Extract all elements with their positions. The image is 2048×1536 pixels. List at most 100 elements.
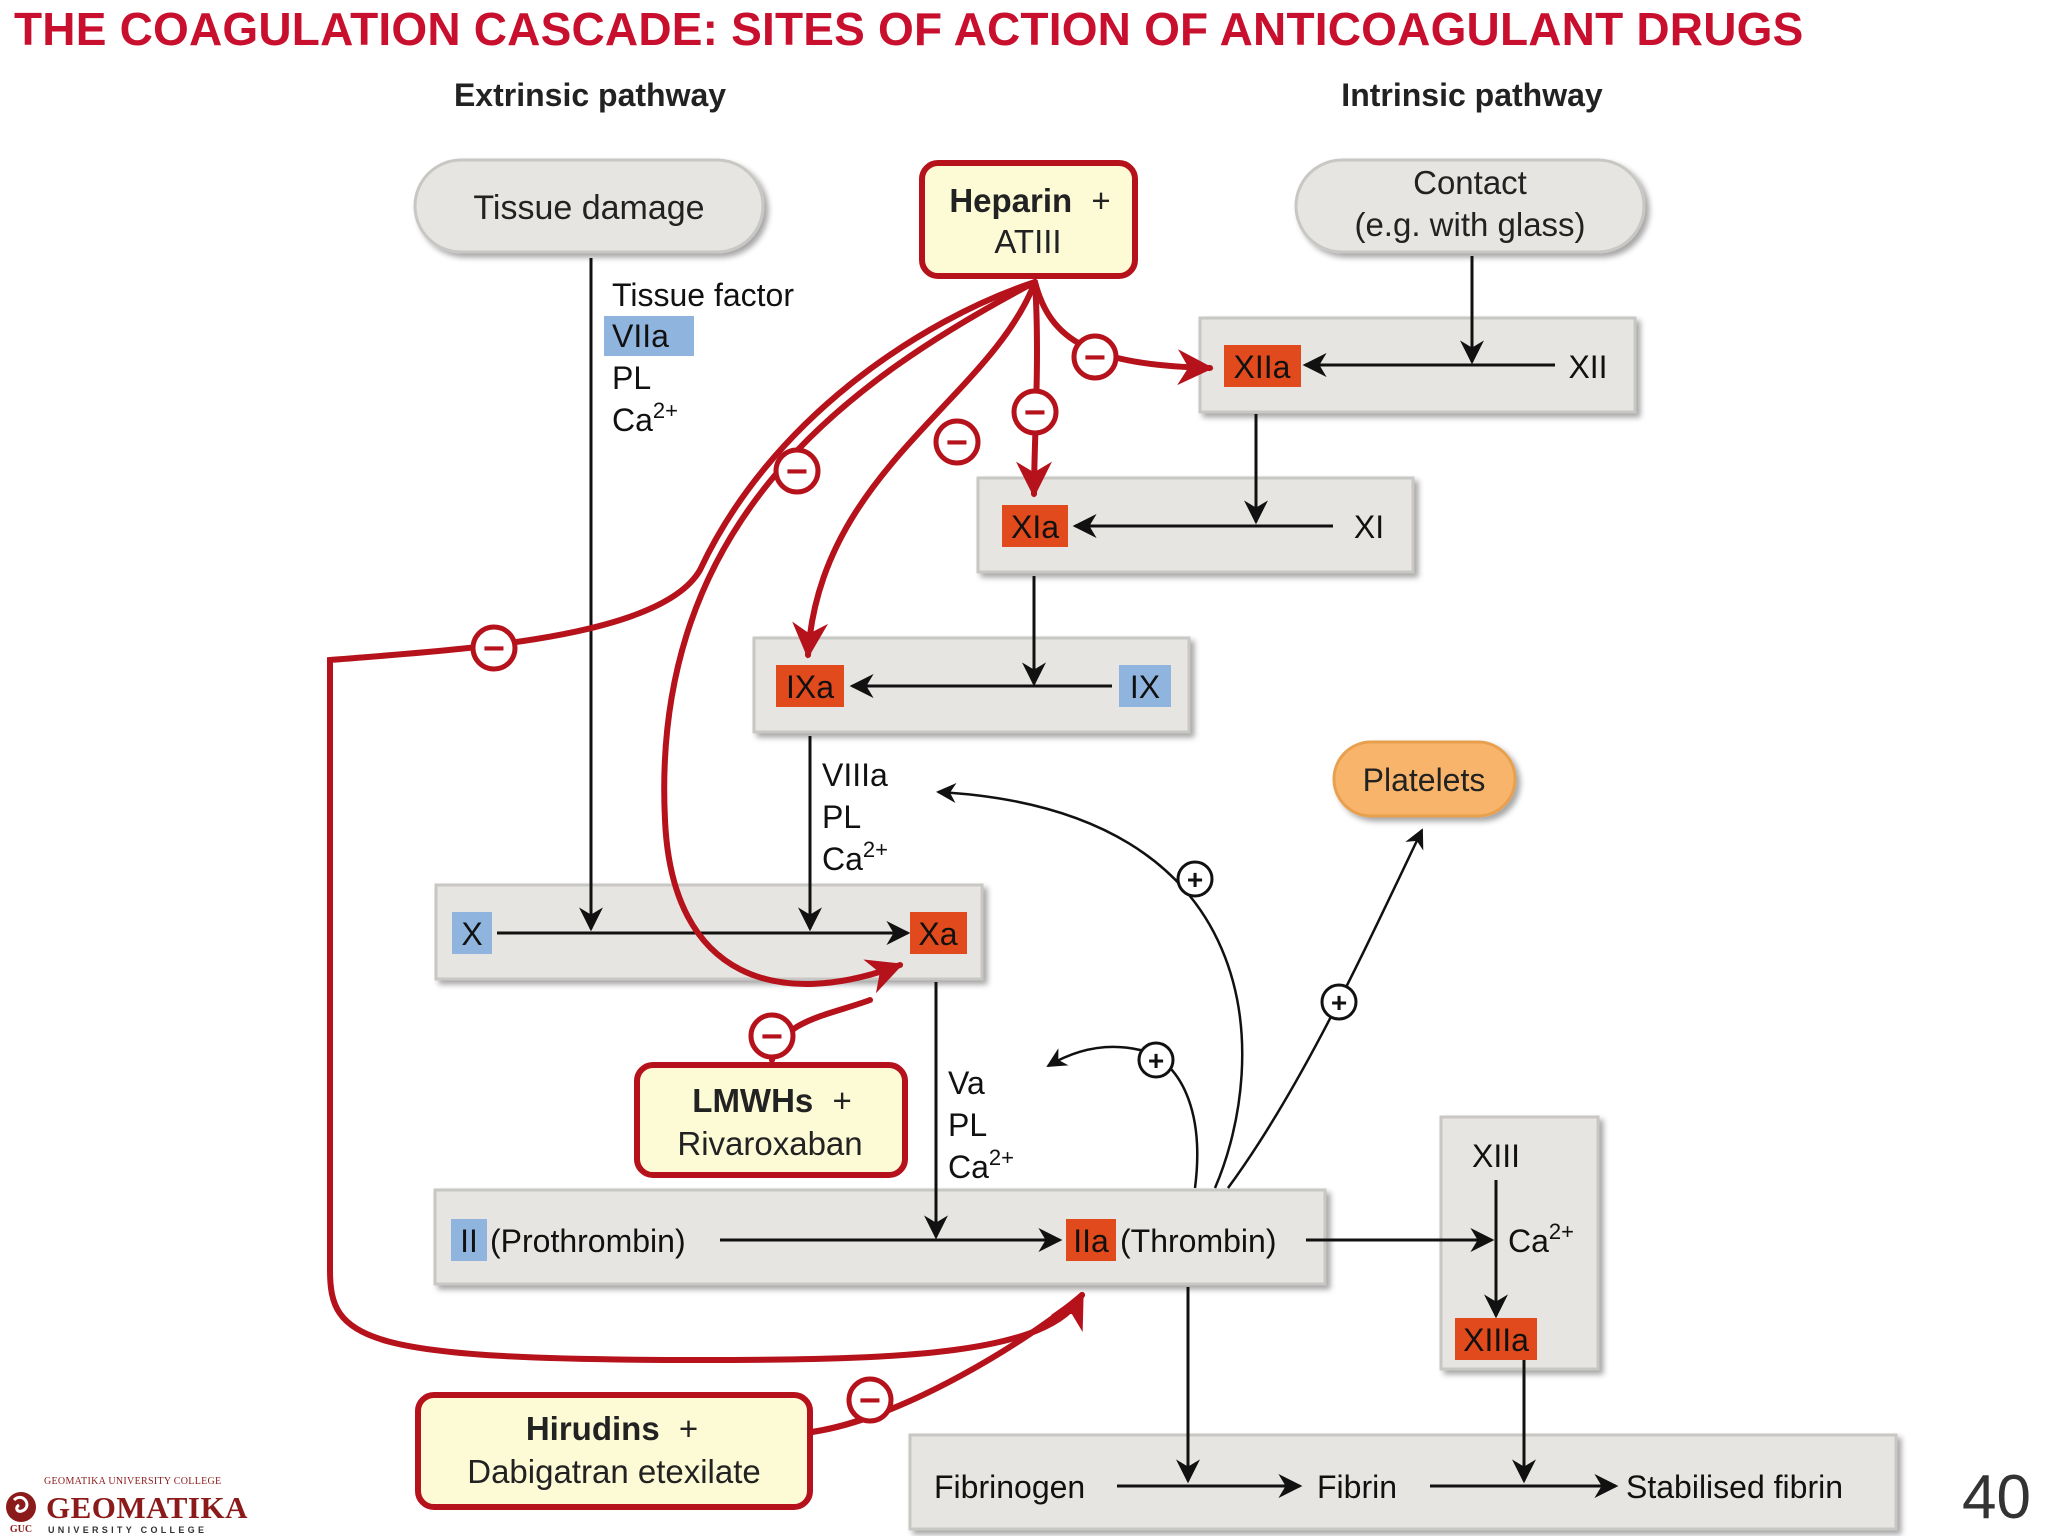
heparin-name: Heparin [949,182,1072,219]
ca-label-3: Ca2+ [948,1145,1014,1185]
ixa-label: IXa [786,669,834,705]
heparin-label: Heparin + [949,182,1110,219]
ix-tag [1119,665,1171,707]
plus-badge-va: + [1137,1041,1175,1079]
contact-example-label: (e.g. with glass) [1354,206,1585,243]
minus-sign: − [761,1016,783,1058]
heparin-to-xiia [1032,279,1214,386]
minus-sign: − [786,451,808,493]
heparin-to-xia [1016,279,1053,498]
guc-emblem-icon: GUC [6,1492,36,1534]
minus-badge-thrombin-loop: − [470,624,518,672]
pl-label-3: PL [948,1107,987,1143]
thrombin-label: (Thrombin) [1120,1223,1276,1259]
lmwh-label: LMWHs + [692,1082,851,1119]
x-tag [452,912,492,954]
pl-label-1: PL [612,360,651,396]
lmwh-plus: + [832,1082,851,1119]
ca-symbol: Ca [822,841,863,877]
fibrin-label: Fibrin [1317,1469,1397,1505]
ca-charge: 2+ [1549,1219,1574,1244]
xii-label: XII [1568,349,1607,385]
ii-label: II [460,1223,478,1259]
intrinsic-pathway-label: Intrinsic pathway [1341,77,1603,113]
hirudin-label: Hirudins + [526,1410,698,1447]
ix-label: IX [1130,669,1160,705]
logo-small-text: GEOMATIKA UNIVERSITY COLLEGE [44,1476,222,1487]
ca-label-4: Ca2+ [1508,1219,1574,1259]
hirudin-drug-box [415,1392,813,1510]
ca-symbol: Ca [948,1149,989,1185]
heparin-plus: + [1091,182,1110,219]
hirudin-plus: + [679,1410,698,1447]
contact-node [1294,158,1646,254]
ca-label-1: Ca2+ [612,398,678,438]
plus-sign: + [1331,987,1347,1018]
minus-badge-xia: − [1011,388,1059,436]
xia-tag [1002,505,1068,547]
xiiia-tag [1455,1318,1537,1360]
factor-tags: XIIa XII XIa XI IXa IX X Xa II (Prothrom… [451,345,1843,1505]
xiii-label: XIII [1472,1138,1520,1174]
cofactor-labels: Tissue factor VIIa PL Ca2+ VIIIa PL Ca2+… [604,277,1574,1259]
stabilised-fibrin-label: Stabilised fibrin [1626,1469,1843,1505]
prothrombin-label: (Prothrombin) [490,1223,686,1259]
xiiia-label: XIIIa [1463,1322,1529,1358]
heparin-drug-box [919,160,1138,279]
slide-title: THE COAGULATION CASCADE: SITES OF ACTION… [14,3,1804,55]
viia-label: VIIa [612,318,669,354]
minus-badge-hirudin: − [846,1376,894,1424]
reaction-arrows [497,256,1619,1498]
heparin-to-ixa [792,279,1038,659]
lmwh-name: LMWHs [692,1082,813,1119]
contact-label: Contact [1413,164,1527,201]
ca-symbol: Ca [612,402,653,438]
page-number: 40 [1962,1463,2031,1532]
minus-sign: − [859,1380,881,1422]
logo-wordmark: GEOMATIKA [46,1490,248,1525]
va-label: Va [948,1065,985,1101]
plus-badge-platelets: + [1320,983,1358,1021]
minus-sign: − [1024,392,1046,434]
plus-badge-viiia: + [1176,860,1214,898]
ca-charge: 2+ [989,1145,1014,1170]
iia-label: IIa [1073,1223,1109,1259]
xiia-tag [1224,345,1301,387]
tissue-factor-label: Tissue factor [612,277,794,313]
heparin-to-thrombin-loop [326,279,1085,1364]
viia-tag [604,316,694,356]
ii-tag [451,1219,487,1261]
hirudin-to-thrombin-link [809,1292,1085,1435]
reaction-boxes [433,316,1898,1531]
xi-label: XI [1354,509,1384,545]
rivaroxaban-label: Rivaroxaban [677,1125,862,1162]
ca-label-2: Ca2+ [822,837,888,877]
pl-label-2: PL [822,799,861,835]
dabigatran-label: Dabigatran etexilate [467,1453,761,1490]
plus-sign: + [1187,864,1203,895]
box-prothrombin [433,1188,1327,1286]
xa-tag [910,912,967,954]
iia-tag [1066,1219,1116,1261]
atiii-label: ATIII [994,223,1061,260]
lmwh-drug-box [634,1062,908,1178]
hirudin-name: Hirudins [526,1410,660,1447]
minus-sign: − [1084,337,1106,379]
box-fibrin [908,1433,1898,1531]
fibrinogen-label: Fibrinogen [934,1469,1085,1505]
extrinsic-pathway-label: Extrinsic pathway [454,77,726,113]
ca-symbol: Ca [1508,1223,1549,1259]
plus-sign: + [1148,1045,1164,1076]
tissue-damage-label: Tissue damage [473,189,704,227]
platelets-label: Platelets [1363,762,1486,798]
feedback-to-platelets [1226,828,1424,1189]
minus-badge-lmwh: − [748,1012,796,1060]
plus-badges: + + + [1137,860,1358,1079]
feedback-to-va [1046,1045,1199,1189]
minus-badge-xiia: − [1071,333,1119,381]
xa-label: Xa [918,916,957,952]
geomatika-logo: GUC GEOMATIKA UNIVERSITY COLLEGE GEOMATI… [2,1476,248,1536]
tissue-damage-node [413,158,765,254]
x-label: X [461,916,482,952]
